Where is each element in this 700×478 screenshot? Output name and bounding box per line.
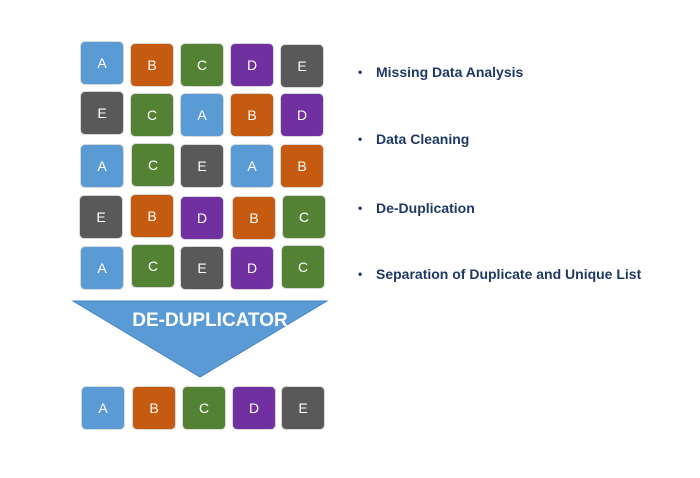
input-tile-b: B xyxy=(232,196,276,240)
bullet-dot-icon: • xyxy=(358,201,363,215)
output-tile-b: B xyxy=(132,386,176,430)
output-tile-a: A xyxy=(81,386,125,430)
bullet-dot-icon: • xyxy=(358,132,363,146)
bullet-label: Missing Data Analysis xyxy=(376,64,524,80)
input-tile-d: D xyxy=(180,196,224,240)
bullet-item: • De-Duplication xyxy=(358,200,475,216)
bullet-item: • Data Cleaning xyxy=(358,131,469,147)
input-tile-c: C xyxy=(130,93,174,137)
input-tile-d: D xyxy=(280,93,324,137)
input-tile-b: B xyxy=(280,144,324,188)
input-tile-c: C xyxy=(180,43,224,87)
input-tile-c: C xyxy=(282,195,326,239)
bullet-item: • Separation of Duplicate and Unique List xyxy=(358,266,641,282)
input-tile-b: B xyxy=(130,194,174,238)
input-tile-a: A xyxy=(230,144,274,188)
dedup-arrow-shape xyxy=(71,300,329,378)
input-tile-e: E xyxy=(180,144,224,188)
arrow-label: DE-DUPLICATOR xyxy=(132,310,288,331)
input-tile-c: C xyxy=(131,143,175,187)
input-tile-c: C xyxy=(131,244,175,288)
input-tile-a: A xyxy=(80,246,124,290)
input-tile-a: A xyxy=(80,41,124,85)
input-tile-a: A xyxy=(180,93,224,137)
output-tile-c: C xyxy=(182,386,226,430)
bullet-dot-icon: • xyxy=(358,267,363,281)
input-tile-e: E xyxy=(79,195,123,239)
bullet-item: • Missing Data Analysis xyxy=(358,64,523,80)
bullet-label: Separation of Duplicate and Unique List xyxy=(376,266,642,282)
bullet-dot-icon: • xyxy=(358,65,363,79)
input-tile-a: A xyxy=(80,144,124,188)
input-tile-e: E xyxy=(180,246,224,290)
input-tile-b: B xyxy=(230,93,274,137)
input-tile-d: D xyxy=(230,246,274,290)
input-tile-b: B xyxy=(130,43,174,87)
bullet-label: De-Duplication xyxy=(376,200,475,216)
input-tile-c: C xyxy=(281,245,325,289)
bullet-label: Data Cleaning xyxy=(376,131,470,147)
output-tile-e: E xyxy=(281,386,325,430)
input-tile-e: E xyxy=(280,44,324,88)
input-tile-d: D xyxy=(230,43,274,87)
output-tile-d: D xyxy=(232,386,276,430)
input-tile-e: E xyxy=(80,91,124,135)
